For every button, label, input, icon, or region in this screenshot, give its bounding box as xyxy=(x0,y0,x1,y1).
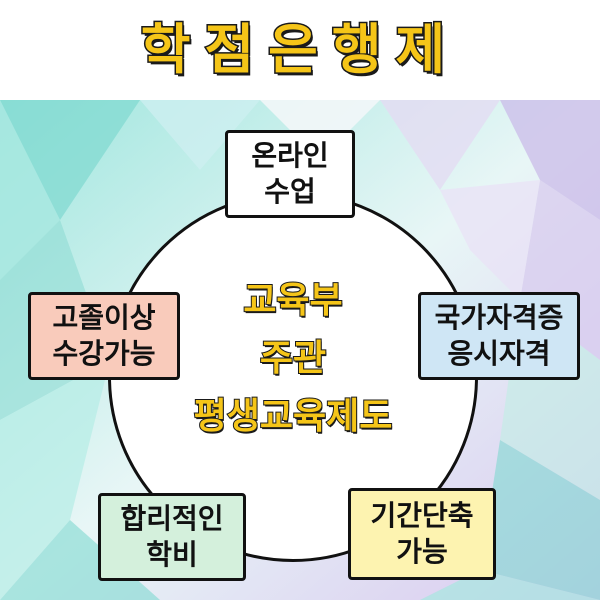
center-line-organized: 주관 xyxy=(259,337,327,380)
page-title: 학점은행제 xyxy=(139,17,460,83)
box-certificate-line1: 국가자격증 xyxy=(434,301,564,334)
box-certificate-eligibility: 국가자격증 응시자격 xyxy=(418,292,580,380)
box-tuition-line1: 합리적인 xyxy=(120,502,224,535)
box-online-line2: 수업 xyxy=(264,175,316,208)
box-highschool-line2: 수강가능 xyxy=(52,337,156,370)
box-shorten-line2: 가능 xyxy=(396,535,448,568)
box-highschool-line1: 고졸이상 xyxy=(52,301,156,334)
box-certificate-line2: 응시자격 xyxy=(447,337,551,370)
box-highschool-eligible: 고졸이상 수강가능 xyxy=(28,292,180,380)
box-online-classes: 온라인 수업 xyxy=(225,130,355,218)
box-online-line1: 온라인 xyxy=(251,139,329,172)
box-shorten-line1: 기간단축 xyxy=(370,499,474,532)
box-shorten-period: 기간단축 가능 xyxy=(348,488,496,580)
box-tuition-line2: 학비 xyxy=(146,538,198,571)
box-reasonable-tuition: 합리적인 학비 xyxy=(98,493,246,581)
center-line-lifelong-education: 평생교육제도 xyxy=(193,395,394,438)
center-label: 교육부 주관 평생교육제도 xyxy=(128,272,458,446)
center-line-ministry: 교육부 xyxy=(242,279,343,322)
header: 학점은행제 xyxy=(0,0,600,100)
